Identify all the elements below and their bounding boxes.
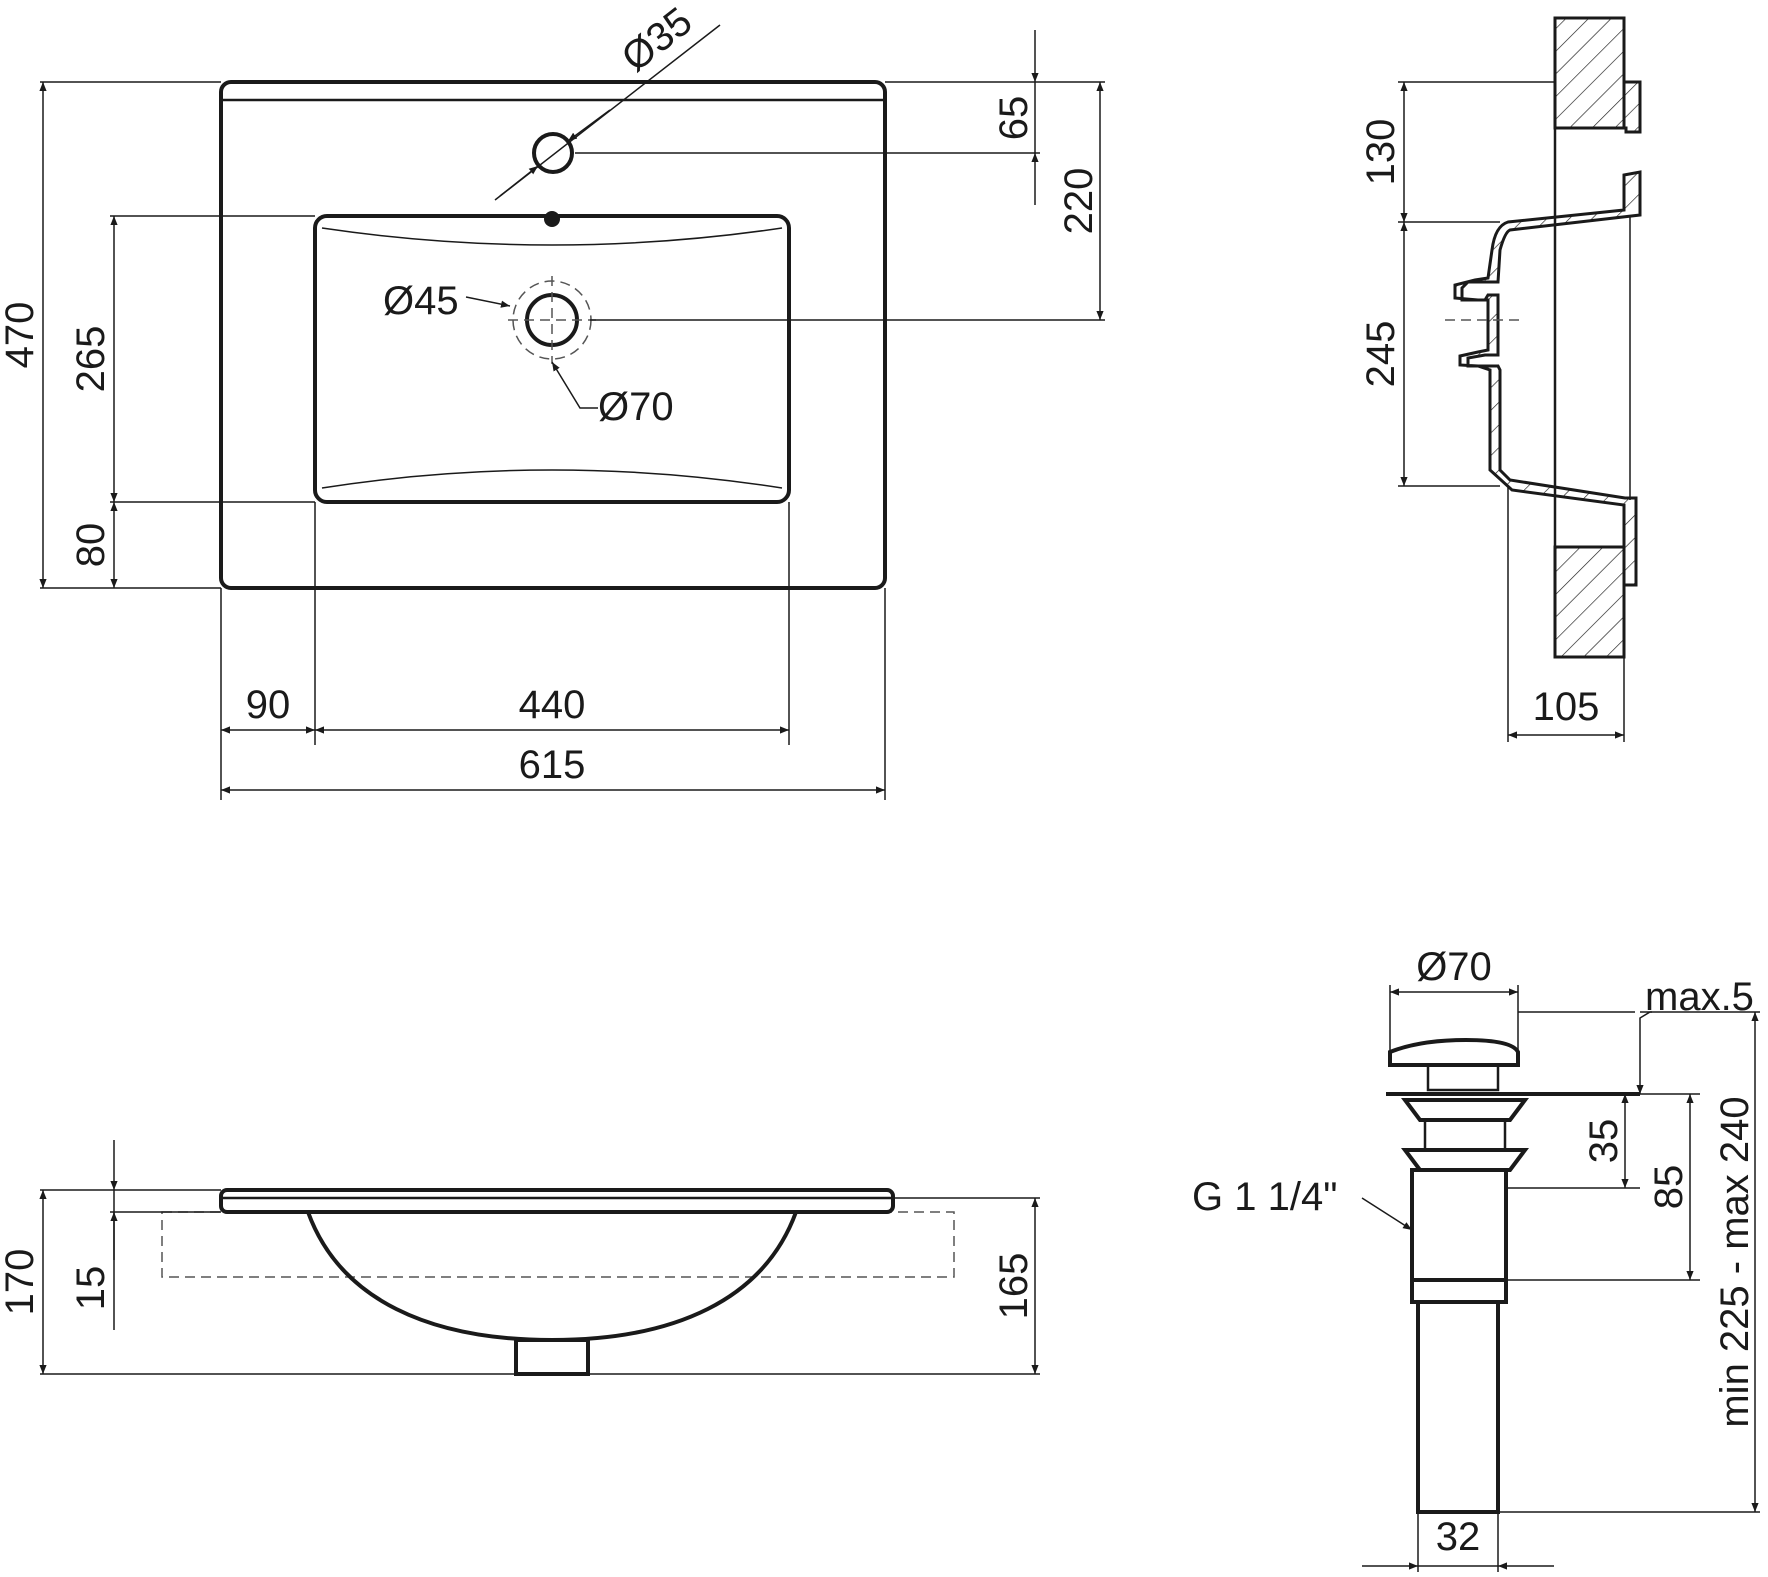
dim-body-height: 85 [1647, 1165, 1691, 1210]
drain-pipe [1416, 1300, 1500, 1514]
tap-hole-outer [532, 132, 574, 174]
drain-nut [1410, 1278, 1508, 1304]
front-view: 170 15 165 [0, 1140, 1040, 1376]
dim-front-bowl-height: 165 [992, 1253, 1036, 1320]
bowl-front-curve [321, 469, 783, 489]
dim-drain-offset: 220 [1057, 168, 1101, 235]
cap-gap-leader [1639, 1011, 1652, 1050]
callout-drain-inner: Ø45 [383, 279, 459, 323]
drain-flange [1401, 1098, 1529, 1122]
dim-wall-depth: 105 [1533, 685, 1600, 729]
drain-neck [1423, 1118, 1507, 1152]
drain-thread [1410, 1168, 1508, 1282]
drain-hole-inner [525, 293, 579, 347]
basin-section [1453, 170, 1642, 587]
callout-tap-hole: Ø35 [614, 0, 701, 80]
tap-arrow [567, 109, 611, 142]
section-view: 130 245 105 [1359, 16, 1642, 742]
dim-rim-thickness: 15 [69, 1266, 113, 1311]
dim-total-depth: 470 [0, 302, 42, 369]
cap-stem [1426, 1063, 1500, 1092]
top-view: 470 265 80 65 220 90 440 615 Ø35 Ø45 Ø70 [0, 0, 1105, 800]
cabinet-outline-dashed [161, 1211, 955, 1278]
thread-leader [1361, 1197, 1413, 1231]
dim-total-height: 170 [0, 1249, 42, 1316]
wall-bottom-block [1553, 545, 1626, 659]
drain-inner-leader [465, 296, 511, 308]
wall-top-block [1553, 16, 1626, 130]
rim-outline [219, 1188, 895, 1214]
dim-bowl-depth: 265 [69, 326, 113, 393]
drain-stub [514, 1338, 590, 1376]
drain-collar [1401, 1148, 1529, 1172]
dim-front-margin: 80 [69, 523, 113, 568]
dim-side-margin: 90 [246, 683, 291, 727]
drain-view: Ø70 max.5 35 85 min 225 - max 240 32 G 1… [1192, 945, 1760, 1572]
dim-cap-gap: max.5 [1645, 975, 1754, 1019]
dim-install-range: min 225 - max 240 [1713, 1096, 1757, 1427]
dim-pipe-diameter: 32 [1436, 1515, 1481, 1559]
tap-arrow [499, 165, 539, 197]
dim-total-width: 615 [519, 743, 586, 787]
dim-tap-offset: 65 [992, 96, 1036, 141]
dim-cap-diameter: Ø70 [1416, 945, 1492, 989]
drain-cap [1388, 1037, 1520, 1067]
callout-drain-outer: Ø70 [598, 385, 674, 429]
bowl-back-curve [321, 227, 783, 246]
dim-collar-height: 35 [1582, 1119, 1626, 1164]
dim-top-height: 130 [1359, 119, 1403, 186]
thread-label: G 1 1/4" [1192, 1175, 1337, 1219]
overflow-hole [544, 211, 560, 227]
dim-bowl-height: 245 [1359, 321, 1403, 388]
basin-profile [1622, 80, 1642, 134]
dim-bowl-width: 440 [519, 683, 586, 727]
bowl-profile [306, 1211, 798, 1343]
basin-outline [219, 80, 887, 590]
drain-outer-leader [551, 361, 598, 409]
